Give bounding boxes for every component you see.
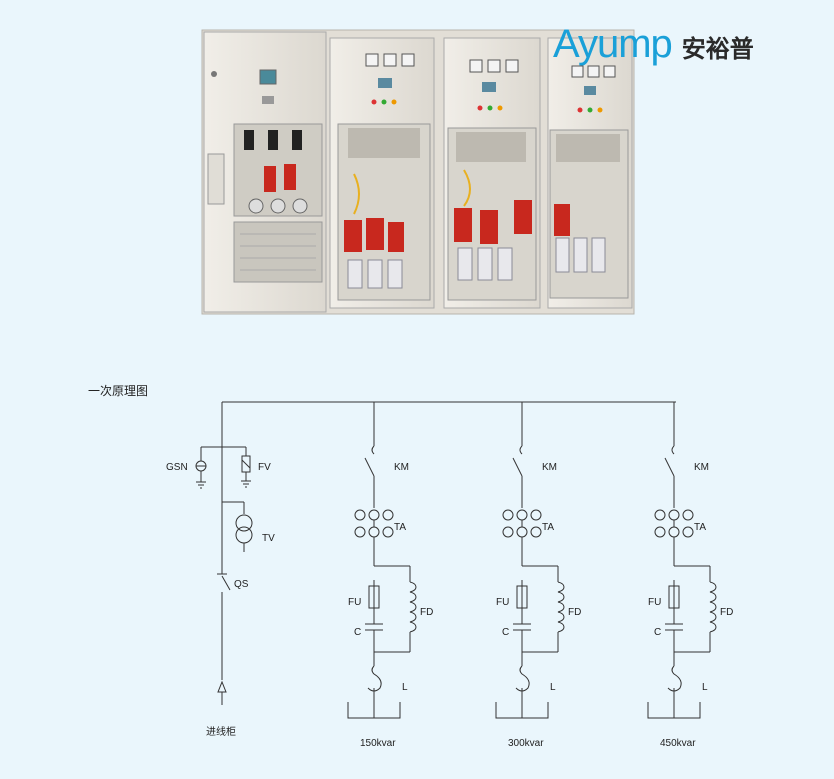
label-l: L [550, 682, 556, 693]
diagram-title: 一次原理图 [88, 384, 149, 398]
reactor [367, 665, 382, 692]
label-fv: FV [258, 462, 271, 473]
label-c: C [354, 627, 361, 638]
label-km: KM [694, 462, 709, 473]
ct-circle [368, 509, 380, 521]
ct-circle [502, 509, 514, 521]
brand-name-cn: 安裕普 [681, 35, 754, 63]
label-l: L [402, 682, 408, 693]
base-bracket [495, 702, 549, 719]
ct-circle [682, 526, 694, 538]
reactor [515, 665, 530, 692]
label-fu: FU [648, 597, 661, 608]
ct-circle [654, 526, 666, 538]
brand-name-en: Ayump [553, 22, 673, 66]
contactor-hook [671, 445, 675, 455]
label-fd: FD [568, 607, 581, 618]
ct-circle [382, 509, 394, 521]
ct-circle [668, 526, 680, 538]
ct-circle [668, 509, 680, 521]
ct-circle [516, 526, 528, 538]
reactor [667, 665, 682, 692]
branch-capacity: 300kvar [508, 738, 544, 749]
branch-3 [647, 402, 717, 719]
discharge-coil [557, 581, 565, 633]
label-ta: TA [542, 522, 554, 533]
label-ta: TA [694, 522, 706, 533]
branch-capacity: 450kvar [660, 738, 696, 749]
label-l: L [702, 682, 708, 693]
discharge-coil [709, 581, 717, 633]
ct-circle [382, 526, 394, 538]
brand-logo: Ayump 安裕普 [553, 22, 754, 67]
label-c: C [654, 627, 661, 638]
branch-1 [347, 402, 417, 719]
branch-capacity: 150kvar [360, 738, 396, 749]
label-fu: FU [348, 597, 361, 608]
label-incoming-cabinet: 进线柜 [206, 725, 236, 738]
contactor-hook [519, 445, 523, 455]
label-fu: FU [496, 597, 509, 608]
ct-circle [530, 526, 542, 538]
label-c: C [502, 627, 509, 638]
ct-circle [354, 526, 366, 538]
contactor-hook [371, 445, 375, 455]
discharge-coil [409, 581, 417, 633]
base-bracket [347, 702, 401, 719]
label-km: KM [394, 462, 409, 473]
label-ta: TA [394, 522, 406, 533]
ct-circle [516, 509, 528, 521]
contactor-blade [512, 457, 523, 477]
branch-2 [495, 402, 565, 719]
label-fd: FD [420, 607, 433, 618]
label-tv: TV [262, 533, 275, 544]
base-bracket [647, 702, 701, 719]
ct-circle [530, 509, 542, 521]
cabinet-photo [201, 29, 635, 315]
label-qs: QS [234, 579, 249, 590]
ct-circle [502, 526, 514, 538]
contactor-blade [364, 457, 375, 477]
label-gsn: GSN [166, 462, 188, 473]
label-fd: FD [720, 607, 733, 618]
ct-circle [654, 509, 666, 521]
contactor-blade [664, 457, 675, 477]
ct-circle [368, 526, 380, 538]
ct-circle [354, 509, 366, 521]
ct-circle [682, 509, 694, 521]
label-km: KM [542, 462, 557, 473]
